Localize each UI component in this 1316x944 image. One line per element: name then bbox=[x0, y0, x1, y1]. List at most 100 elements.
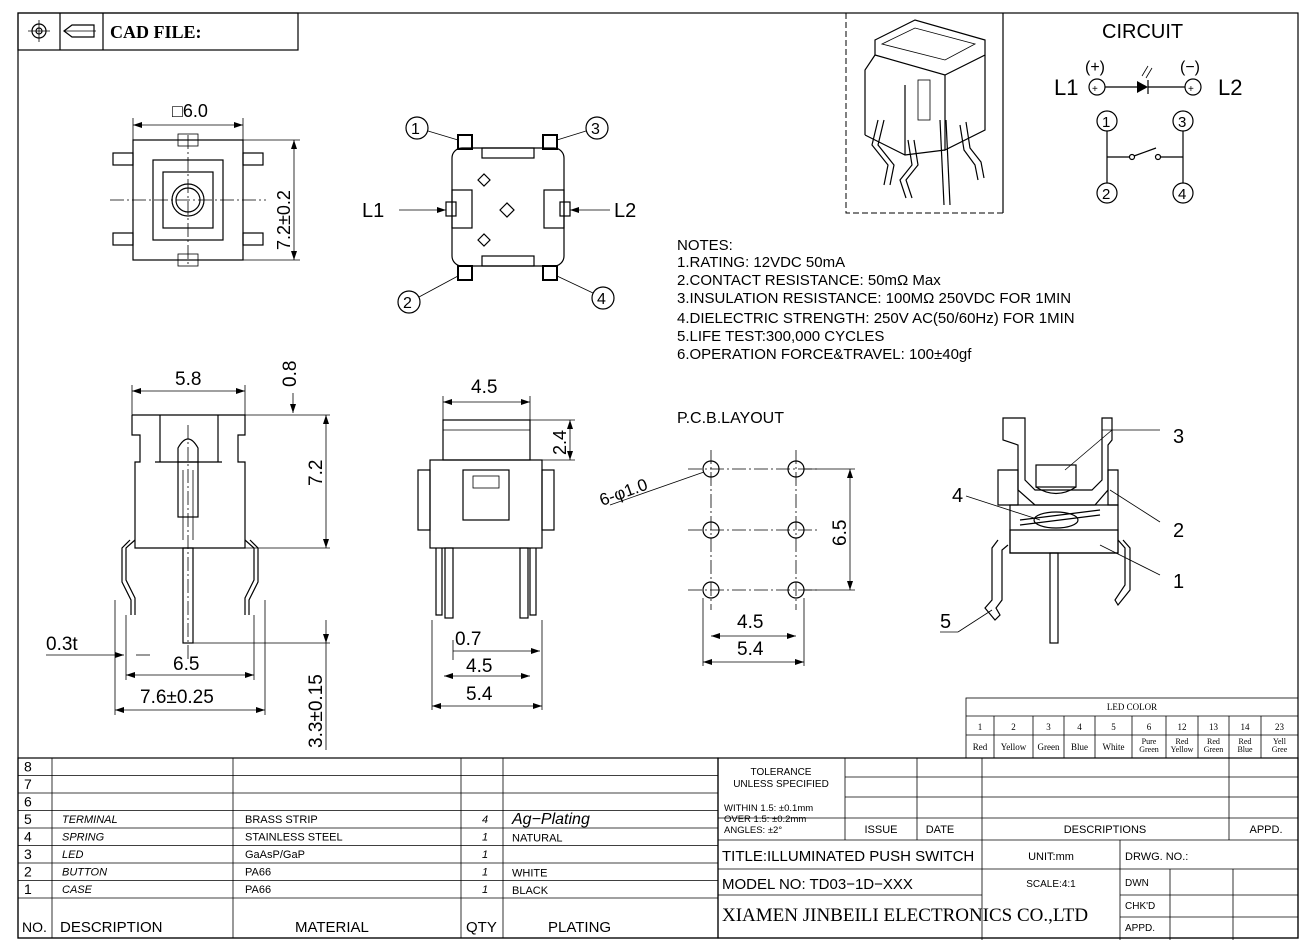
bom-header-qty: QTY bbox=[466, 919, 497, 936]
bom-row-qty: 1 bbox=[482, 867, 488, 879]
bom-row-no: 7 bbox=[24, 776, 32, 792]
checked-label: CHK'D bbox=[1125, 901, 1155, 912]
led-color-code: 6 bbox=[1147, 722, 1152, 732]
led-color-name: Red bbox=[1176, 737, 1189, 746]
company-name: XIAMEN JINBEILI ELECTRONICS CO.,LTD bbox=[722, 905, 1088, 926]
circuit-l2: L2 bbox=[1218, 75, 1242, 100]
front-dim-height: 7.2 bbox=[306, 460, 327, 486]
led-color-code: 1 bbox=[978, 722, 983, 732]
note-line: 3.INSULATION RESISTANCE: 100MΩ 250VDC FO… bbox=[677, 290, 1071, 307]
side-dim-cap: 2.4 bbox=[550, 430, 570, 455]
circuit-pin4: 4 bbox=[1178, 186, 1186, 203]
pcb-holes-label: 6-φ1.0 bbox=[597, 475, 650, 510]
svg-text:+: + bbox=[1188, 84, 1194, 95]
led-color-name: Blue bbox=[1071, 742, 1088, 752]
bom-header-description: DESCRIPTION bbox=[60, 919, 163, 936]
circuit-minus: (−) bbox=[1180, 59, 1200, 76]
led-color-code: 23 bbox=[1275, 722, 1285, 732]
bottom-pin4: 4 bbox=[597, 291, 606, 308]
led-color-code: 4 bbox=[1077, 722, 1082, 732]
circuit-l1: L1 bbox=[1054, 75, 1078, 100]
pcb-title: P.C.B.LAYOUT bbox=[677, 410, 784, 427]
drawing-number-label: DRWG. NO.: bbox=[1125, 851, 1188, 863]
svg-text:+: + bbox=[1092, 84, 1098, 95]
bom-row-material: STAINLESS STEEL bbox=[245, 832, 343, 844]
led-color-name: Green bbox=[1204, 745, 1224, 754]
led-color-code: 5 bbox=[1111, 722, 1116, 732]
bom-header-no: NO. bbox=[22, 919, 47, 935]
sheet-border bbox=[17, 12, 1299, 939]
bottom-pin1: 1 bbox=[411, 121, 420, 138]
side-dim-a: 0.7 bbox=[455, 629, 481, 650]
note-line: 6.OPERATION FORCE&TRAVEL: 100±40gf bbox=[677, 346, 972, 363]
front-dim-pin-span: 6.5 bbox=[173, 654, 199, 675]
title-block: TOLERANCE UNLESS SPECIFIED WITHIN 1.5: ±… bbox=[717, 757, 1299, 940]
bom-row-plating: Ag−Plating bbox=[511, 811, 590, 828]
bom-row-no: 6 bbox=[24, 794, 32, 810]
bom-row-qty: 4 bbox=[482, 814, 488, 826]
bottom-view: 1 3 2 4 L1 L2 bbox=[362, 116, 636, 314]
front-dim-travel: 0.8 bbox=[280, 361, 301, 387]
pcb-dim-vertical: 6.5 bbox=[830, 520, 851, 546]
tolerance-angles: ANGLES: ±2° bbox=[724, 825, 782, 836]
led-color-name: Red bbox=[1239, 737, 1252, 746]
pcb-layout: P.C.B.LAYOUT 6-φ1.0 6.5 4.5 5.4 bbox=[597, 410, 855, 666]
front-dim-pin-length: 3.3±0.15 bbox=[306, 674, 327, 748]
approved-label: APPD. bbox=[1125, 923, 1155, 934]
led-color-name: White bbox=[1103, 742, 1125, 752]
notes-title: NOTES: bbox=[677, 237, 733, 254]
bom-row-description: LED bbox=[62, 849, 83, 861]
front-view: 5.8 0.8 7.2 0.3t 6.5 bbox=[46, 361, 330, 750]
bom-row-no: 1 bbox=[24, 881, 32, 897]
issue-label: ISSUE bbox=[864, 824, 897, 836]
led-color-cells: 1Red2Yellow3Green4Blue5White6PureGreen12… bbox=[973, 722, 1288, 754]
bottom-pin2: 2 bbox=[403, 295, 412, 312]
date-label: DATE bbox=[926, 824, 955, 836]
led-color-title: LED COLOR bbox=[1107, 702, 1157, 712]
pcb-dim-b: 5.4 bbox=[737, 639, 764, 660]
circuit-pin2: 2 bbox=[1102, 186, 1110, 203]
note-line: 1.RATING: 12VDC 50mA bbox=[677, 254, 845, 271]
descriptions-label: DESCRIPTIONS bbox=[1064, 824, 1147, 836]
side-view: 4.5 2.4 0.7 4.5 5.4 bbox=[417, 377, 575, 710]
front-dim-top: 5.8 bbox=[175, 369, 201, 390]
note-line: 4.DIELECTRIC STRENGTH: 250V AC(50/60Hz) … bbox=[677, 310, 1075, 327]
front-dim-width: 7.6±0.25 bbox=[140, 687, 214, 708]
bom-row-no: 4 bbox=[24, 829, 32, 845]
led-color-code: 2 bbox=[1011, 722, 1016, 732]
led-color-table: LED COLOR 1Red2Yellow3Green4Blue5White6P… bbox=[965, 697, 1299, 759]
callout-3: 3 bbox=[1173, 426, 1184, 448]
drawn-label: DWN bbox=[1125, 878, 1149, 889]
bom-header-plating: PLATING bbox=[548, 919, 611, 936]
bom-row-description: SPRING bbox=[62, 832, 105, 844]
bottom-label-l1: L1 bbox=[362, 200, 384, 222]
led-color-name: Yellow bbox=[1171, 745, 1194, 754]
drawing-title: TITLE:ILLUMINATED PUSH SWITCH bbox=[722, 848, 974, 865]
bom-row-plating: WHITE bbox=[512, 868, 547, 880]
bom-row-no: 5 bbox=[24, 811, 32, 827]
bottom-label-l2: L2 bbox=[614, 200, 636, 222]
top-dim-width: □6.0 bbox=[172, 101, 208, 121]
side-dim-b: 4.5 bbox=[466, 656, 492, 677]
led-color-name: Red bbox=[973, 742, 988, 752]
bom-row-material: PA66 bbox=[245, 867, 271, 879]
led-color-name: Red bbox=[1207, 737, 1220, 746]
bom-row-plating: BLACK bbox=[512, 885, 549, 897]
bom-row-description: BUTTON bbox=[62, 867, 107, 879]
circuit-pin3: 3 bbox=[1178, 114, 1186, 131]
note-line: 2.CONTACT RESISTANCE: 50mΩ Max bbox=[677, 272, 941, 289]
bom-row-material: PA66 bbox=[245, 884, 271, 896]
led-color-name: Gree bbox=[1272, 745, 1288, 754]
led-diode-icon bbox=[1137, 81, 1148, 93]
circuit-diagram: CIRCUIT (+) (−) L1 L2 + + 1 3 2 4 bbox=[1054, 21, 1242, 204]
led-color-name: Green bbox=[1139, 745, 1159, 754]
bom-row-plating: NATURAL bbox=[512, 833, 563, 845]
circuit-pin1: 1 bbox=[1102, 114, 1110, 131]
bottom-pin3: 3 bbox=[591, 121, 600, 138]
top-dim-height: 7.2±0.2 bbox=[274, 190, 294, 250]
bom-row-description: TERMINAL bbox=[62, 814, 118, 826]
appd-label: APPD. bbox=[1249, 824, 1282, 836]
